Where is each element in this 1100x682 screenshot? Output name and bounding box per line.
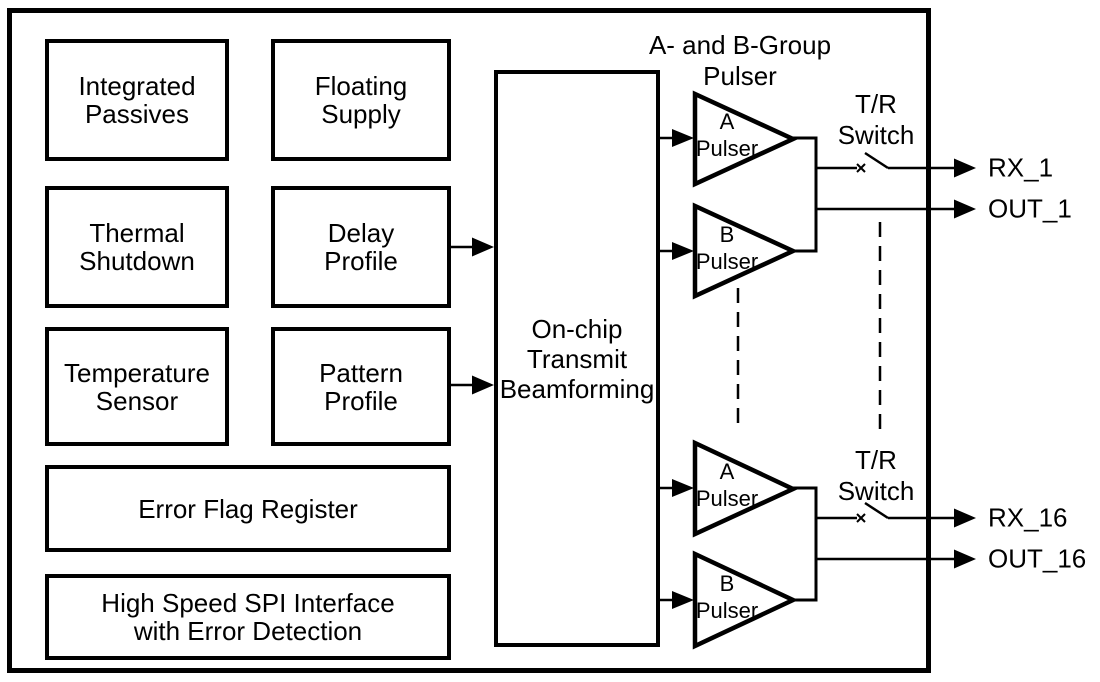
- block-pattern-profile: Pattern Profile: [271, 327, 451, 446]
- tr-switch-glyph-channel16: [816, 501, 976, 528]
- out1-wire: [816, 199, 976, 219]
- pulser-a16-triangle: [692, 439, 799, 538]
- arrow-pattern-to-beamforming: [451, 375, 494, 395]
- port-label-out16: OUT_16: [988, 543, 1087, 574]
- arrow-beamforming-to-pulser-b16: [659, 591, 694, 609]
- block-temperature-sensor: Temperature Sensor: [45, 327, 229, 446]
- port-label-out1: OUT_1: [988, 193, 1072, 224]
- arrow-beamforming-to-pulser-b1: [659, 242, 694, 260]
- pulser-b1-triangle: [692, 202, 799, 300]
- tr-switch-glyph-channel1: [816, 151, 976, 178]
- combiner-bar-channel1: [793, 136, 818, 253]
- pulser-b1-label: B Pulser: [695, 222, 759, 274]
- pulser-b16-triangle: [692, 550, 799, 650]
- arrow-beamforming-to-pulser-a16: [659, 479, 694, 497]
- block-floating-supply: Floating Supply: [271, 39, 451, 161]
- arrow-beamforming-to-pulser-a1: [659, 129, 694, 147]
- block-transmit-beamforming: On-chip Transmit Beamforming: [494, 70, 660, 647]
- block-error-flag-register: Error Flag Register: [45, 465, 451, 552]
- combiner-bar-channel16: [793, 486, 818, 602]
- pulser-b16-label: B Pulser: [695, 571, 759, 623]
- pulser-a1-label: A Pulser: [695, 109, 759, 161]
- arrow-delay-to-beamforming: [451, 237, 494, 257]
- block-delay-profile: Delay Profile: [271, 186, 451, 308]
- pulser-a16-label: A Pulser: [695, 459, 759, 511]
- port-label-rx16: RX_16: [988, 502, 1068, 533]
- port-label-rx1: RX_1: [988, 152, 1054, 183]
- out16-wire: [816, 549, 976, 569]
- block-spi-interface: High Speed SPI Interface with Error Dete…: [45, 574, 451, 660]
- tr-switch-label-channel16: T/R Switch: [837, 445, 915, 506]
- chip-boundary: [7, 8, 931, 673]
- pulser-a1-triangle: [692, 90, 799, 188]
- pulser-group-title: A- and B-Group Pulser: [648, 30, 832, 91]
- block-thermal-shutdown: Thermal Shutdown: [45, 186, 229, 308]
- tr-switch-label-channel1: T/R Switch: [837, 89, 915, 150]
- block-integrated-passives: Integrated Passives: [45, 39, 229, 161]
